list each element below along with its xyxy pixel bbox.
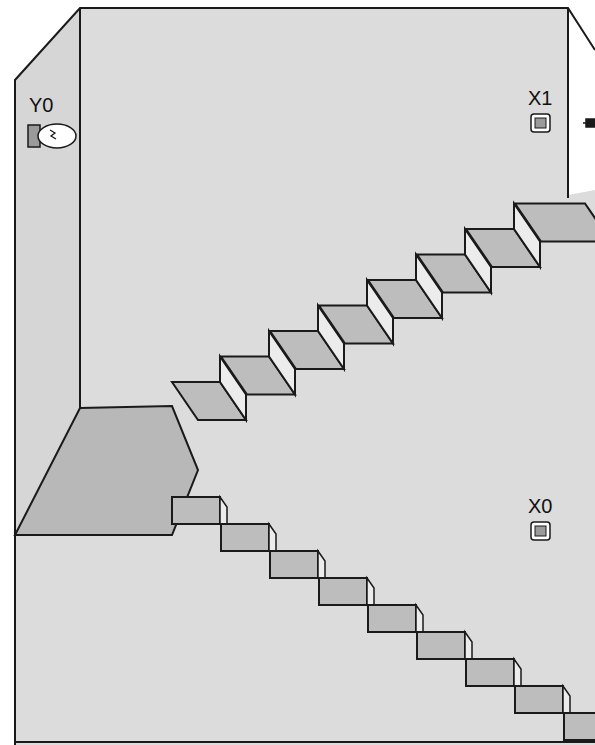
floor-edge bbox=[15, 741, 595, 743]
stair-tread bbox=[319, 578, 367, 605]
switch bbox=[531, 114, 550, 132]
signal-label: X0 bbox=[528, 496, 552, 516]
wall-corner bbox=[79, 8, 81, 408]
switch-rocker bbox=[535, 118, 546, 128]
switch bbox=[531, 522, 550, 540]
room-outline bbox=[15, 8, 595, 745]
lower-flight bbox=[172, 497, 595, 745]
lamp-bulb bbox=[38, 124, 76, 148]
stair-tread bbox=[564, 713, 595, 740]
stair-tread bbox=[270, 551, 318, 578]
switch-rocker bbox=[535, 526, 546, 536]
wall-corner bbox=[567, 8, 569, 198]
stair-tread bbox=[515, 204, 595, 242]
stair-tread bbox=[368, 605, 416, 632]
wall-fill bbox=[15, 8, 595, 745]
stair-tread bbox=[172, 497, 220, 524]
signal-label: X1 bbox=[528, 88, 552, 108]
stair-tread bbox=[417, 632, 465, 659]
lamp-filament bbox=[50, 130, 56, 139]
stair-tread bbox=[466, 659, 514, 686]
signal-label: Y0 bbox=[29, 95, 53, 115]
landing bbox=[15, 406, 198, 535]
stair-tread bbox=[221, 524, 269, 551]
stair-tread bbox=[515, 686, 563, 713]
upper-flight bbox=[172, 204, 595, 421]
wire-stub bbox=[583, 119, 595, 127]
